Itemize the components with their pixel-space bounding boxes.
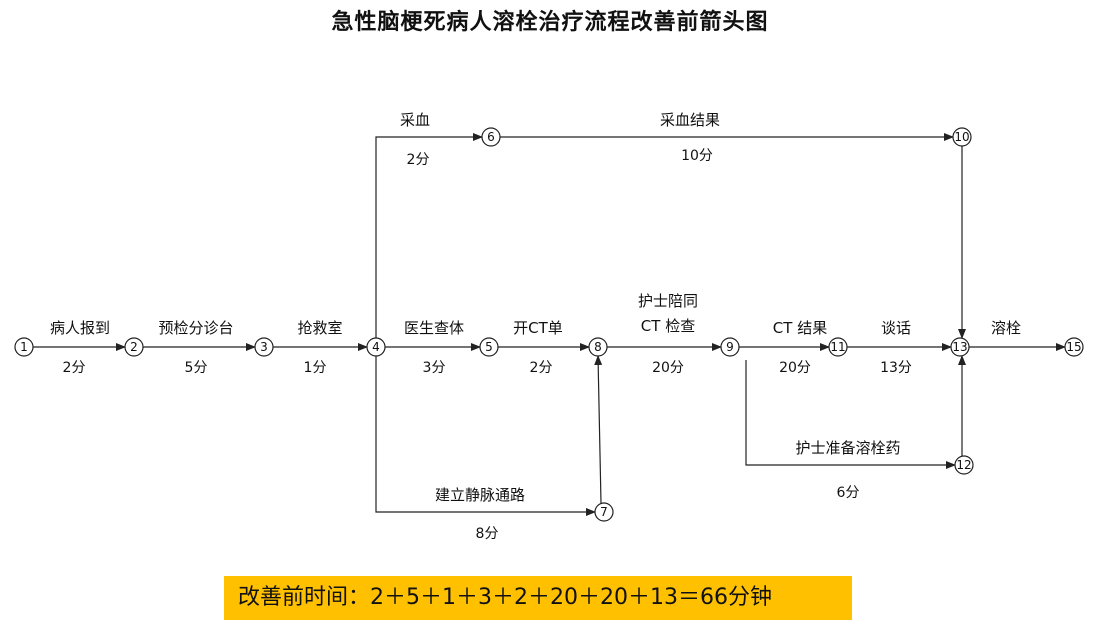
activity-label-8-9-line1: 护士陪同 [638, 292, 698, 310]
node-number-3: 3 [260, 340, 268, 354]
activity-duration-3-4: 1分 [304, 360, 327, 376]
node-circle-8 [588, 337, 608, 357]
node-3: 3 [254, 337, 274, 357]
node-12: 12 [954, 455, 974, 475]
node-circle-3 [254, 337, 274, 357]
node-circle-6 [481, 127, 501, 147]
activity-duration-9-11: 20分 [779, 360, 811, 376]
edge-4-7 [375, 356, 596, 516]
node-number-1: 1 [20, 340, 28, 354]
activity-duration-4-6: 2分 [407, 152, 430, 168]
node-circle-9 [720, 337, 740, 357]
activity-duration-11-13: 13分 [880, 360, 912, 376]
node-15: 15 [1064, 337, 1084, 357]
node-6: 6 [481, 127, 501, 147]
node-number-12: 12 [956, 458, 971, 472]
node-5: 5 [479, 337, 499, 357]
node-number-8: 8 [594, 340, 602, 354]
activity-duration-5-8: 2分 [530, 360, 553, 376]
node-2: 2 [124, 337, 144, 357]
activity-duration-2-3: 5分 [185, 360, 208, 376]
activity-label-2-3: 预检分诊台 [158, 319, 233, 337]
node-circle-5 [479, 337, 499, 357]
node-9: 9 [720, 337, 740, 357]
node-number-15: 15 [1066, 340, 1081, 354]
activity-label-4-5: 医生查体 [404, 319, 464, 337]
node-7: 7 [594, 502, 614, 522]
node-number-9: 9 [726, 340, 734, 354]
activity-duration-1-2: 2分 [63, 360, 86, 376]
summary-banner: 改善前时间：2＋5＋1＋3＋2＋20＋20＋13＝66分钟 [224, 576, 852, 620]
activity-label-6-10: 采血结果 [660, 111, 720, 129]
node-number-2: 2 [130, 340, 138, 354]
node-circle-7 [594, 502, 614, 522]
node-number-13: 13 [952, 340, 967, 354]
node-8: 8 [588, 337, 608, 357]
activity-duration-9-12: 6分 [837, 485, 860, 501]
edge-4-6 [375, 133, 483, 338]
activity-label-11-13: 谈话 [881, 319, 911, 337]
node-4: 4 [366, 337, 386, 357]
node-number-6: 6 [487, 130, 495, 144]
node-11: 11 [828, 337, 848, 357]
edge-9-12 [745, 360, 956, 469]
activity-label-9-12: 护士准备溶栓药 [795, 439, 900, 457]
node-circle-1 [14, 337, 34, 357]
activity-label-3-4: 抢救室 [297, 319, 342, 337]
activity-label-5-8: 开CT单 [513, 319, 563, 337]
edge-7-8 [594, 355, 603, 504]
node-number-4: 4 [372, 340, 380, 354]
node-10: 10 [952, 127, 972, 147]
node-number-10: 10 [954, 130, 969, 144]
activity-label-4-6: 采血 [400, 111, 430, 129]
node-circle-2 [124, 337, 144, 357]
activity-duration-4-5: 3分 [423, 360, 446, 376]
node-number-7: 7 [600, 505, 608, 519]
node-number-11: 11 [830, 340, 845, 354]
node-circle-4 [366, 337, 386, 357]
node-circle-13 [950, 337, 970, 357]
activity-label-8-9-line2: CT 检查 [641, 317, 695, 335]
node-circle-12 [954, 455, 974, 475]
node-1: 1 [14, 337, 34, 357]
node-circle-10 [952, 127, 972, 147]
activity-duration-4-7: 8分 [476, 526, 499, 542]
edges-layer [33, 133, 1066, 516]
diagram-title: 急性脑梗死病人溶栓治疗流程改善前箭头图 [331, 9, 769, 35]
activity-label-4-7: 建立静脉通路 [435, 486, 525, 504]
activity-duration-8-9: 20分 [652, 360, 684, 376]
node-number-5: 5 [485, 340, 493, 354]
activity-duration-6-10: 10分 [681, 148, 713, 164]
activity-label-1-2: 病人报到 [50, 319, 110, 337]
activity-label-9-11: CT 结果 [773, 319, 827, 337]
node-circle-11 [828, 337, 848, 357]
node-circle-15 [1064, 337, 1084, 357]
node-13: 13 [950, 337, 970, 357]
activity-label-13-15: 溶栓 [991, 319, 1021, 337]
